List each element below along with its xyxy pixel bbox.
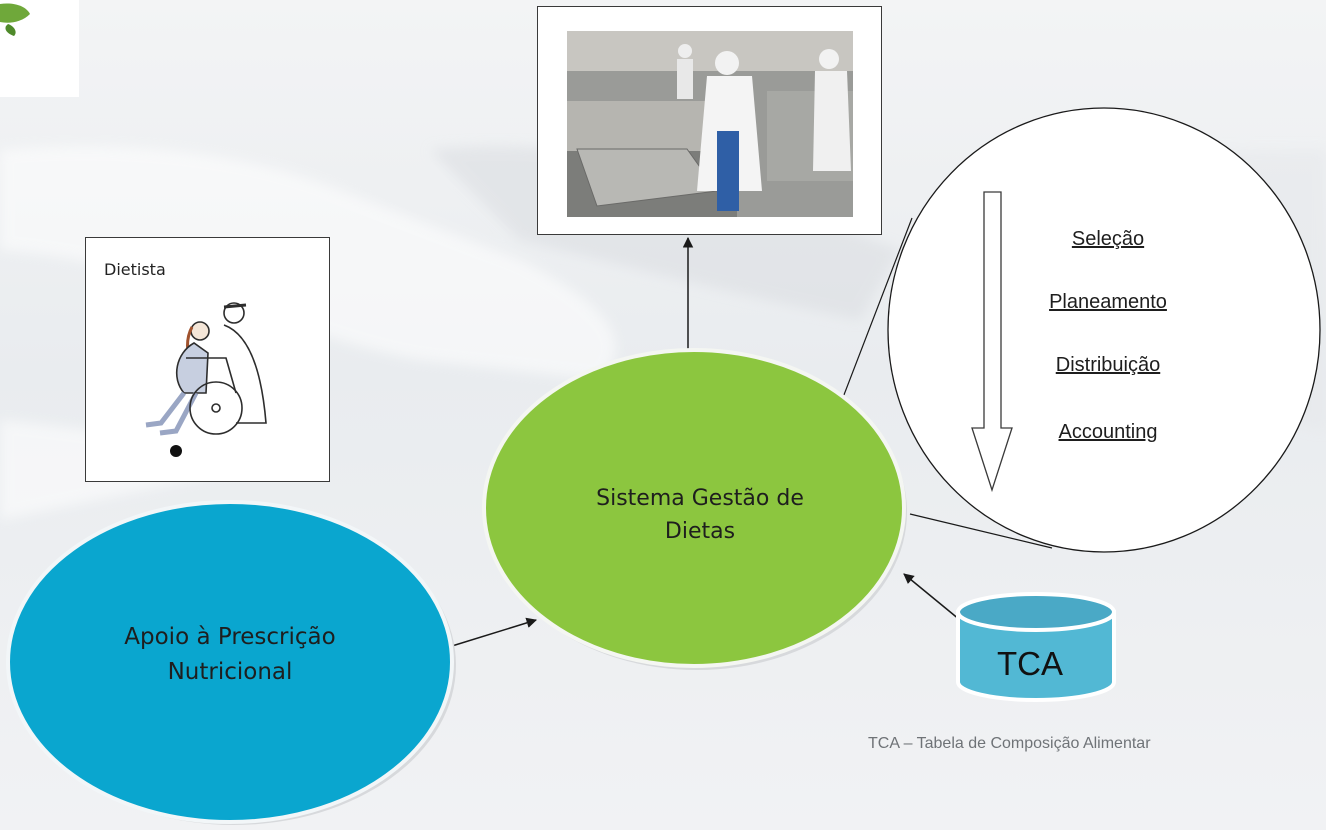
dietista-label: Dietista <box>104 260 166 279</box>
arrow-left-to-center <box>451 617 538 647</box>
left-node-label-line2: Nutricional <box>167 658 293 685</box>
central-node-label-line1: Sistema Gestão de <box>596 486 804 511</box>
process-step-planeamento: Planeamento <box>1049 291 1167 313</box>
callout-line-bottom <box>909 513 1053 549</box>
process-step-selecao: Seleção <box>1071 228 1145 250</box>
database-cylinder-icon <box>956 592 1116 702</box>
arrow-tca-to-center <box>903 573 961 621</box>
wheelchair-patient-illustration <box>145 302 267 457</box>
dietista-frame: Dietista <box>85 237 330 482</box>
process-ellipse <box>887 107 1321 553</box>
kitchen-staff-photo <box>567 31 853 217</box>
database-label: TCA <box>997 645 1063 682</box>
callout-line-top <box>841 217 913 401</box>
central-node <box>482 348 906 668</box>
central-node-label: Sistema Gestão de Dietas <box>530 482 870 548</box>
process-step-accounting: Accounting <box>1058 421 1158 443</box>
process-step-distribuicao: Distribuição <box>1055 354 1161 376</box>
left-node-label: Apoio à Prescrição Nutricional <box>50 620 410 689</box>
kitchen-photo-frame <box>537 6 882 235</box>
process-down-arrow <box>971 191 1013 493</box>
left-node <box>6 500 454 824</box>
logo-leaf-icon <box>0 0 79 97</box>
central-node-label-line2: Dietas <box>664 519 736 544</box>
caption: TCA – Tabela de Composição Alimentar <box>868 735 1151 752</box>
left-node-label-line1: Apoio à Prescrição <box>124 624 336 650</box>
